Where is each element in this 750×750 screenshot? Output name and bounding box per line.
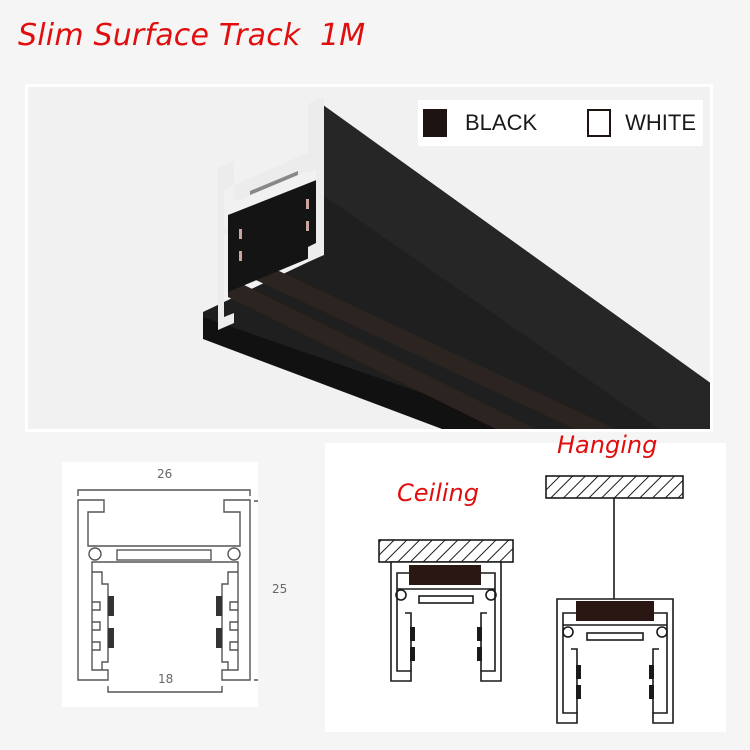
color-option-label: WHITE bbox=[625, 110, 697, 135]
installation-diagram bbox=[378, 475, 684, 724]
hanging-ceiling-surface-icon bbox=[545, 475, 684, 499]
dimension-drawing: 26 25 18 bbox=[62, 462, 287, 707]
ceiling-mount-label: Ceiling bbox=[397, 479, 479, 507]
ceiling-surface-icon bbox=[378, 539, 514, 563]
hanging-mount-label: Hanging bbox=[557, 431, 658, 459]
height-dimension-label: 25 bbox=[272, 582, 288, 596]
color-option-label: BLACK bbox=[465, 110, 538, 135]
width-dimension-label: 26 bbox=[157, 467, 173, 481]
color-options-legend: BLACK WHITE bbox=[418, 100, 703, 146]
track-render-image bbox=[203, 97, 710, 429]
page-title: Slim Surface Track 1M bbox=[18, 18, 366, 53]
installation-methods: Ceiling Hanging bbox=[325, 431, 726, 732]
profile-cross-section-diagram bbox=[77, 489, 258, 693]
white-swatch-icon bbox=[587, 109, 612, 137]
opening-dimension-label: 18 bbox=[158, 672, 174, 686]
black-swatch-icon bbox=[423, 109, 447, 137]
color-option-white[interactable]: WHITE bbox=[583, 109, 696, 137]
color-option-black[interactable]: BLACK bbox=[418, 109, 537, 137]
